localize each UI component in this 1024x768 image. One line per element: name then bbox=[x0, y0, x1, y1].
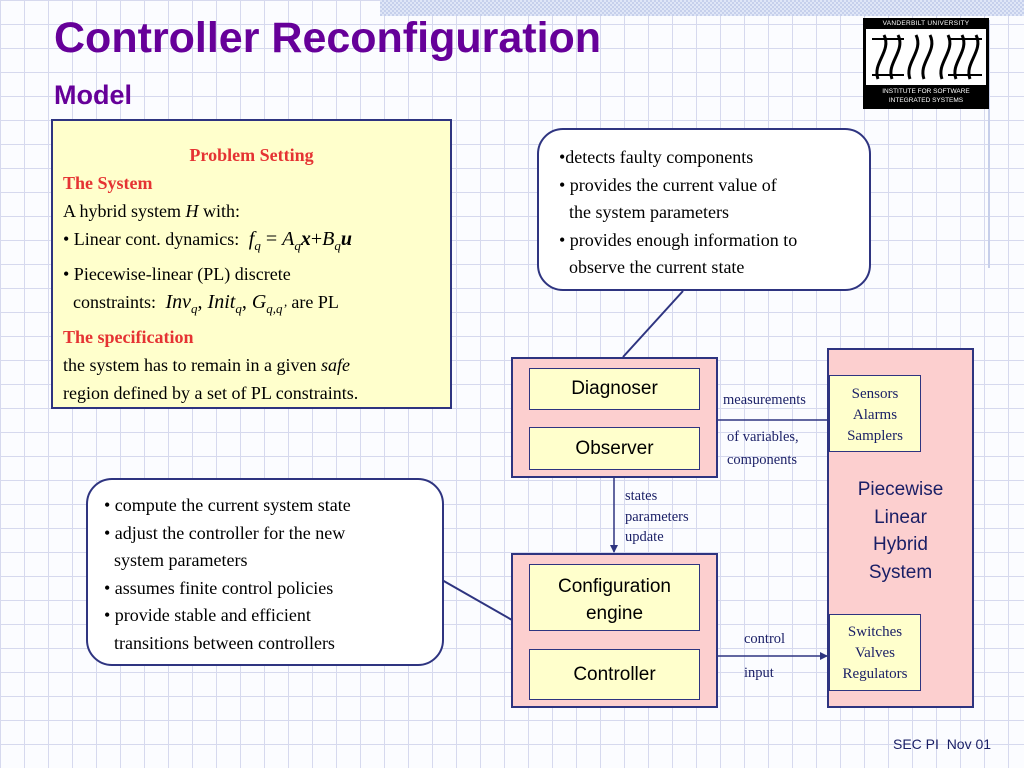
divider bbox=[988, 20, 990, 268]
callout-line: • assumes finite control policies bbox=[104, 577, 334, 598]
problem-setting-box: Problem Setting The System A hybrid syst… bbox=[51, 119, 452, 409]
controller-block: Controller bbox=[529, 649, 700, 700]
slide-subtitle: Model bbox=[54, 80, 132, 110]
input-label: input bbox=[744, 665, 774, 681]
bubble-connector-left bbox=[441, 579, 513, 621]
callout-line: transitions between controllers bbox=[114, 632, 335, 653]
observer-block: Observer bbox=[529, 427, 700, 470]
control-label: control bbox=[744, 631, 786, 647]
footer: SEC PI Nov 01 bbox=[893, 736, 992, 752]
measurements-label: measurements bbox=[723, 392, 806, 408]
constraints-bullet-line2: constraints: Invq, Initq, Gq,q’ are PL bbox=[73, 291, 339, 316]
sensors-block: Sensors Alarms Samplers bbox=[829, 375, 921, 452]
configuration-engine-block: Configuration engine bbox=[529, 564, 700, 631]
diagnoser-block: Diagnoser bbox=[529, 368, 700, 410]
problem-heading: Problem Setting bbox=[189, 145, 314, 165]
slide-title: Controller Reconfiguration bbox=[54, 14, 602, 62]
components-label: components bbox=[727, 452, 798, 468]
logo-bottom-text: INSTITUTE FOR SOFTWARE INTEGRATED SYSTEM… bbox=[882, 88, 970, 104]
callout-line: • compute the current system state bbox=[104, 495, 351, 515]
system-heading: The System bbox=[63, 173, 153, 193]
controller-callout: • compute the current system state • adj… bbox=[86, 478, 444, 666]
constraints-bullet-line1: • Piecewise-linear (PL) discrete bbox=[63, 264, 291, 284]
spec-line2: region defined by a set of PL constraint… bbox=[63, 383, 359, 403]
states-parameters-update-label: states parameters update bbox=[625, 488, 689, 545]
callout-line: • provides enough information to bbox=[559, 229, 798, 250]
logo-top-text: VANDERBILT UNIVERSITY bbox=[882, 20, 970, 27]
header-band bbox=[380, 0, 1024, 16]
actuators-block: Switches Valves Regulators bbox=[829, 614, 921, 691]
callout-line: observe the current state bbox=[569, 257, 745, 277]
system-intro: A hybrid system H with: bbox=[63, 201, 241, 221]
diagnoser-callout: •detects faulty components • provides th… bbox=[537, 128, 871, 291]
plant-name: Piecewise Linear Hybrid System bbox=[857, 479, 944, 583]
callout-line: • provide stable and efficient bbox=[104, 605, 311, 625]
callout-line: • adjust the controller for the new bbox=[104, 522, 346, 543]
callout-line: the system parameters bbox=[569, 202, 729, 222]
logo-mark-icon bbox=[866, 29, 986, 85]
of-variables-label: of variables, bbox=[727, 429, 799, 445]
callout-line: •detects faulty components bbox=[559, 147, 754, 167]
vanderbilt-isis-logo: VANDERBILT UNIVERSITY INSTITUTE FOR SOFT… bbox=[863, 18, 989, 109]
dynamics-bullet: • Linear cont. dynamics: fq = Aqx+Bqu bbox=[63, 228, 352, 253]
callout-line: • provides the current value of bbox=[559, 174, 777, 195]
spec-line1: the system has to remain in a given safe bbox=[63, 355, 350, 375]
bubble-connector-top bbox=[622, 290, 684, 358]
callout-line: system parameters bbox=[114, 550, 248, 570]
spec-heading: The specification bbox=[63, 327, 194, 347]
